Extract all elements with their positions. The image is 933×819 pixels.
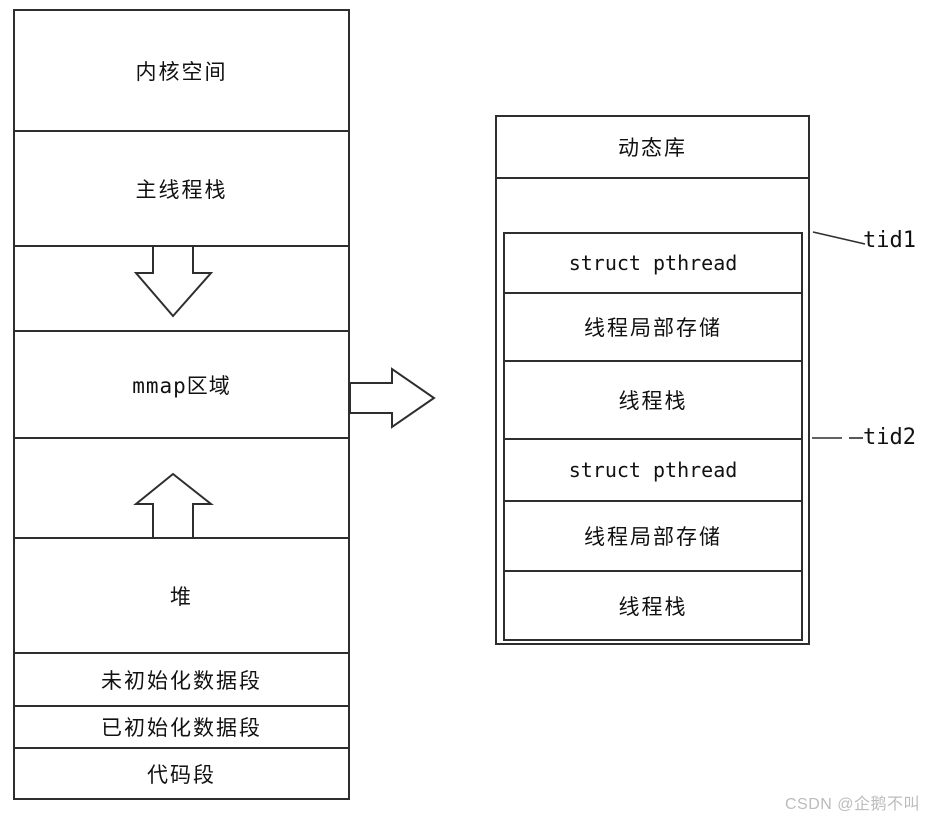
arrow-down-icon: [133, 245, 214, 318]
tid2-callout-line: [812, 437, 863, 439]
segment-data-label: 已初始化数据段: [101, 716, 262, 740]
segment-heap: 堆: [15, 539, 348, 654]
segment-heap-label: 堆: [170, 584, 193, 609]
thread2-stack-label: 线程栈: [618, 594, 688, 619]
mmap-detail-box: 动态库 struct pthread 线程局部存储 线程栈 struct pth…: [495, 115, 810, 645]
segment-text-label: 代码段: [147, 762, 216, 787]
tid1-callout-line: [812, 231, 866, 245]
thread2-struct-pthread-cell: struct pthread: [505, 440, 801, 502]
thread1-tls-cell: 线程局部存储: [505, 294, 801, 362]
process-memory-column: 内核空间 主线程栈 mmap区域 堆 未初始化数据段 已初始化数据段 代码段: [13, 9, 350, 800]
dynamic-library-label: 动态库: [618, 136, 687, 160]
arrow-up-icon: [133, 472, 214, 539]
dynamic-library-cell: 动态库: [497, 117, 808, 179]
segment-main-thread-stack-label: 主线程栈: [135, 177, 228, 202]
segment-mmap-region: mmap区域: [15, 332, 348, 439]
segment-kernel-space-label: 内核空间: [135, 59, 228, 84]
stack-growth-region: [15, 245, 348, 332]
arrow-right-icon: [349, 367, 436, 429]
segment-main-thread-stack: 主线程栈: [15, 132, 348, 247]
segment-text: 代码段: [15, 749, 348, 798]
segment-bss: 未初始化数据段: [15, 654, 348, 707]
thread1-stack-cell: 线程栈: [505, 362, 801, 440]
segment-data: 已初始化数据段: [15, 707, 348, 749]
thread1-tls-label: 线程局部存储: [584, 316, 722, 340]
tid1-label: tid1: [863, 228, 916, 253]
heap-growth-region: [15, 439, 348, 539]
thread-blocks-box: struct pthread 线程局部存储 线程栈 struct pthread…: [503, 232, 803, 641]
segment-kernel-space: 内核空间: [15, 11, 348, 132]
thread2-stack-cell: 线程栈: [505, 572, 801, 639]
watermark: CSDN @企鹅不叫: [784, 796, 920, 813]
segment-bss-label: 未初始化数据段: [101, 668, 262, 693]
segment-mmap-region-label: mmap区域: [132, 373, 231, 398]
thread2-tls-cell: 线程局部存储: [505, 502, 801, 572]
tid2-label: tid2: [863, 425, 916, 450]
thread1-struct-pthread-cell: struct pthread: [505, 234, 801, 294]
thread1-stack-label: 线程栈: [618, 389, 688, 413]
thread2-tls-label: 线程局部存储: [584, 525, 722, 549]
thread2-struct-pthread-label: struct pthread: [568, 458, 738, 482]
thread1-struct-pthread-label: struct pthread: [568, 251, 738, 275]
